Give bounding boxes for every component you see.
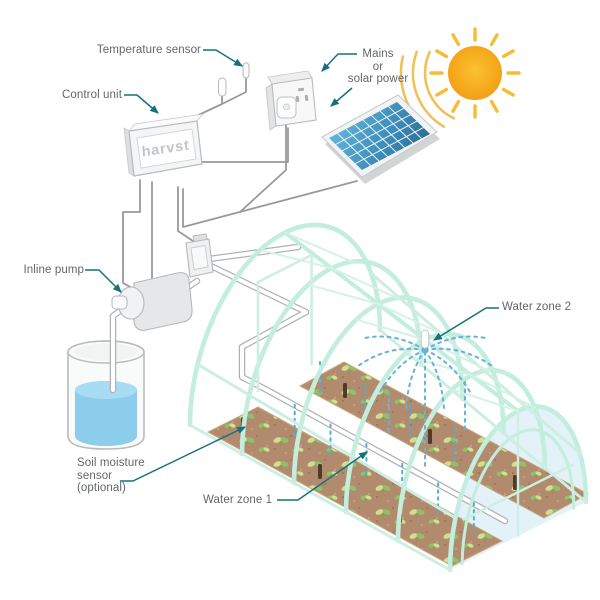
- leader-temperature-sensor: [203, 49, 244, 67]
- temperature-probe-icon: [218, 62, 250, 97]
- greenhouse-rails: [188, 230, 588, 572]
- wire-solar-cable: [182, 180, 358, 228]
- leader-water-zone1: [277, 451, 368, 501]
- plug-icon: [276, 96, 297, 119]
- sun-icon: [399, 27, 521, 135]
- leader-lines: [85, 49, 499, 501]
- spray-zone2: [357, 335, 493, 469]
- harvst-logo: harvst: [141, 137, 190, 160]
- leader-power-socket: [321, 53, 357, 72]
- water-zone1-label: Water zone 1: [203, 494, 273, 506]
- leader-inline-pump: [85, 269, 122, 293]
- water-zone2-label: Water zone 2: [502, 301, 572, 313]
- soil-moisture-label: Soil moisture sensor (optional): [77, 457, 145, 494]
- leader-control-unit: [124, 94, 159, 114]
- wire-plug-cord: [239, 115, 287, 213]
- power-socket-icon: [265, 70, 317, 131]
- greenhouse-braces: [260, 231, 536, 412]
- power-label: Mains or solar power: [347, 48, 409, 85]
- wire-unit-to-valve: [177, 186, 197, 244]
- tank-water: [75, 381, 137, 446]
- inline-pump-label: Inline pump: [23, 264, 84, 276]
- solar-panel-icon: [322, 95, 440, 184]
- control-unit-box: harvst: [123, 113, 204, 177]
- leader-power-panel: [330, 87, 353, 107]
- sprinkler-icon: [420, 329, 430, 349]
- temperature-sensor-label: Temperature sensor: [96, 44, 201, 56]
- control-unit-label: Control unit: [61, 89, 122, 101]
- wire-unit-to-pump-1: [122, 179, 141, 290]
- water-tank-icon: [67, 340, 145, 450]
- inline-pump-icon: [111, 272, 193, 331]
- valve-box-icon: [185, 233, 214, 278]
- greenhouse-polytunnel: [167, 185, 588, 570]
- leader-soil-moisture: [120, 426, 247, 482]
- soil-bed-front: [206, 406, 504, 567]
- wire-socket-to-unit: [196, 127, 289, 163]
- leader-water-zone2: [432, 307, 499, 341]
